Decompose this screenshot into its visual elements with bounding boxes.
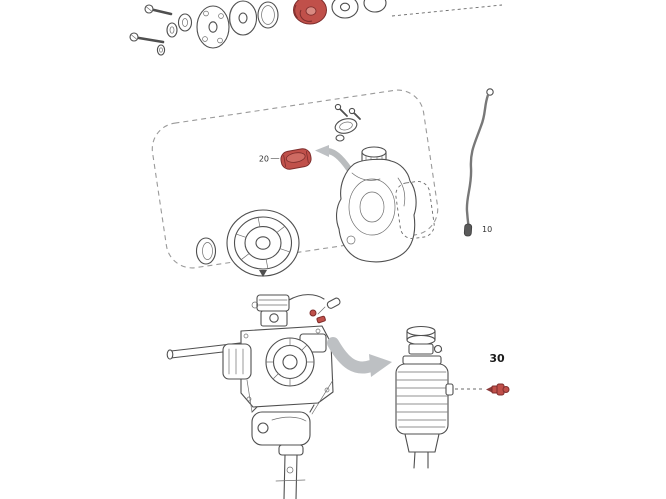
pulley-disc: [331, 0, 359, 19]
fuel-cap-highlighted[interactable]: [280, 148, 313, 171]
cap-removal-arrow-icon: [315, 145, 352, 172]
fuel-hose: [463, 88, 494, 237]
fuel-tank-assembly: [336, 146, 435, 263]
hose-connector: [463, 223, 473, 237]
ring-gasket: [257, 1, 279, 29]
screw-icon: [129, 32, 165, 44]
tank-cap-hardware: [334, 103, 361, 142]
leader-line: [391, 4, 503, 17]
clutch-disc: [228, 0, 258, 36]
spark-plug-highlighted[interactable]: [486, 383, 510, 396]
lever-part-highlighted[interactable]: [316, 315, 326, 324]
washer-icon: [177, 13, 193, 32]
starter-pulley: [226, 209, 300, 277]
rope-rotor-highlighted[interactable]: [293, 0, 327, 25]
engine-assembly: [166, 294, 341, 499]
module-boundary: [151, 89, 439, 269]
cylinder-assembly: [395, 325, 484, 469]
screw-icon: [144, 4, 173, 16]
callout-30[interactable]: 30: [489, 352, 505, 365]
callout-20[interactable]: 20: [259, 155, 269, 164]
hub-part: [363, 0, 387, 13]
flywheel-exploded-assembly: [129, 0, 503, 56]
plate-disc: [196, 5, 230, 49]
washer-icon: [156, 44, 166, 56]
sealing-ring: [195, 237, 217, 265]
throttle-part-highlighted[interactable]: [309, 309, 317, 317]
replacement-arrow-icon: [327, 337, 392, 377]
callout-10[interactable]: 10: [482, 225, 492, 234]
hidden-housing-outline: [395, 181, 435, 239]
washer-icon: [166, 22, 178, 38]
